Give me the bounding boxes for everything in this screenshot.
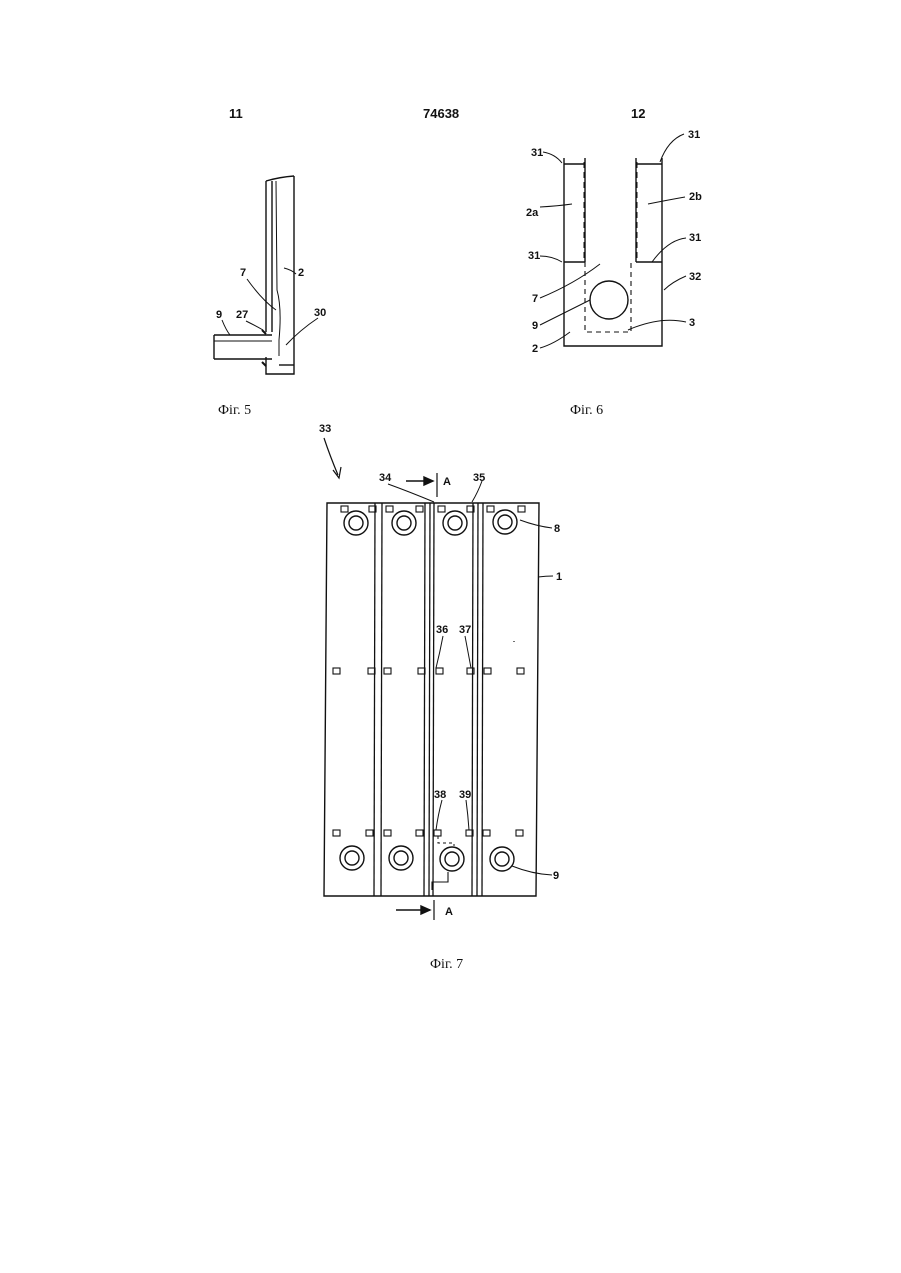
fig6-label-9: 9 [532,320,538,332]
fig7-label-A-top: A [443,476,451,488]
fig7-label-39: 39 [459,789,471,801]
fig6-label-31-top-left: 31 [531,147,543,159]
fig7-label-33: 33 [319,423,331,435]
fig7-label-36: 36 [436,624,448,636]
figure-6: 31 31 2a 2b 31 31 32 7 9 3 2 [526,129,702,355]
fig6-label-2b: 2b [689,191,702,203]
fig6-label-31-mid-left: 31 [528,250,540,262]
fig7-label-8: 8 [554,523,560,535]
fig7-caption: Фіг. 7 [430,957,463,973]
fig5-caption: Фіг. 5 [218,403,251,419]
fig7-label-37: 37 [459,624,471,636]
fig7-label-9: 9 [553,870,559,882]
fig6-label-32: 32 [689,271,701,283]
fig7-label-1: 1 [556,571,562,583]
fig6-label-2: 2 [532,343,538,355]
fig7-label-34: 34 [379,472,392,484]
fig7-label-A-bottom: A [445,906,453,918]
fig7-bottom-connectors [340,846,514,871]
figure-7: 33 34 A 35 8 1 36 37 38 39 9 A [319,423,562,920]
fig6-label-3: 3 [689,317,695,329]
fig5-label-2: 2 [298,267,304,279]
fig5-label-7: 7 [240,267,246,279]
fig6-caption: Фіг. 6 [570,403,603,419]
fig7-label-38: 38 [434,789,446,801]
figure-5: 7 2 9 27 30 [214,176,326,374]
fig5-label-30: 30 [314,307,326,319]
fig6-label-31-top-right: 31 [688,129,700,141]
fig7-label-35: 35 [473,472,485,484]
fig6-label-7: 7 [532,293,538,305]
fig5-label-9: 9 [216,309,222,321]
fig6-label-2a: 2a [526,207,539,219]
fig5-label-27: 27 [236,309,248,321]
fig6-label-31-mid-right: 31 [689,232,701,244]
